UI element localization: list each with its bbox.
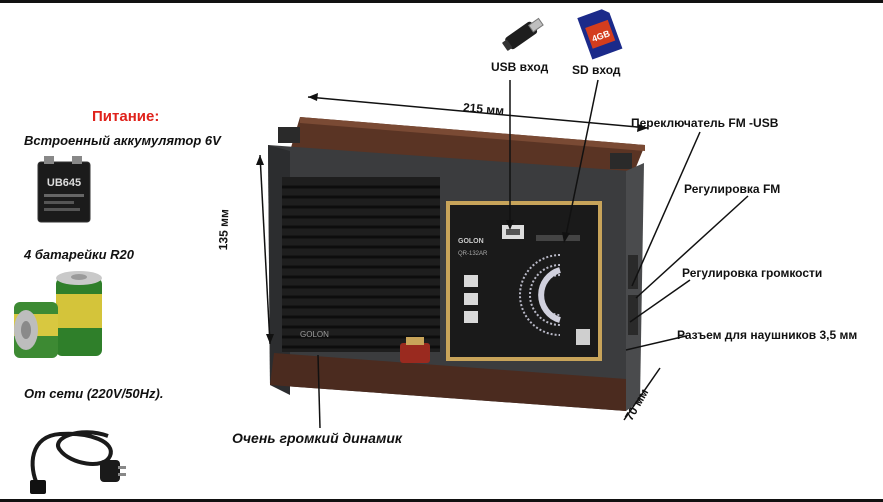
fm-usb-switch-label: Переключатель FM -USB: [631, 116, 779, 130]
volume-label: Регулировка громкости: [682, 266, 823, 280]
r20-batteries-icon: [14, 271, 102, 358]
usb-flash-drive-icon: [502, 17, 544, 51]
sd-card-icon: 4GB: [577, 9, 623, 60]
top-border: [0, 0, 883, 3]
mains-label: От сети (220V/50Hz).: [24, 386, 164, 401]
radio-device: GOLON GOLON QR-132AR: [268, 117, 645, 411]
fm-tuning-label: Регулировка FM: [684, 182, 781, 196]
usb-input-label: USB вход: [491, 60, 549, 74]
battery-model-text: UB645: [47, 177, 81, 189]
power-title: Питание:: [92, 108, 160, 125]
headphone-jack-label: Разъем для наушников 3,5 мм: [677, 328, 858, 342]
speaker-caption: Очень громкий динамик: [232, 430, 402, 446]
power-cable-icon: [30, 430, 126, 494]
panel-model-text: QR-132AR: [458, 251, 488, 257]
battery-pack-icon: UB645: [37, 156, 91, 223]
sd-input-label: SD вход: [572, 63, 621, 77]
speaker-brand-text: GOLON: [300, 330, 329, 339]
height-dimension: 135 мм: [216, 208, 232, 251]
panel-brand-text: GOLON: [458, 238, 484, 245]
bottom-border: [0, 499, 883, 502]
builtin-battery-label: Встроенный аккумулятор 6V: [24, 133, 221, 148]
r20-batteries-label: 4 батарейки R20: [24, 247, 135, 262]
